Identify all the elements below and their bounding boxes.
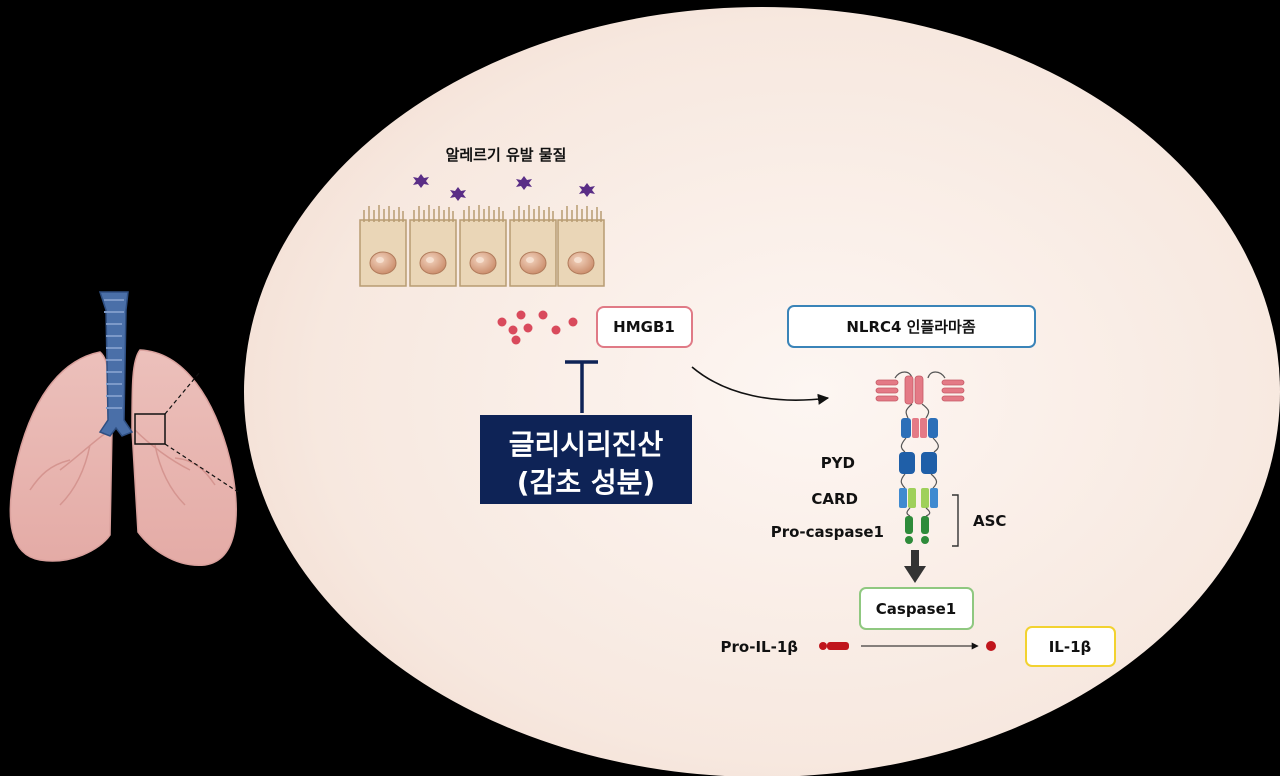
nod-domain [901, 418, 938, 438]
zoom-box [134, 413, 166, 445]
nlrc4-box: NLRC4 인플라마좀 [787, 305, 1036, 348]
zoom-oval [244, 7, 1280, 776]
right-lung [131, 349, 237, 566]
allergen-particle [413, 174, 429, 188]
pro-il1b-label: Pro-IL-1β [721, 638, 799, 656]
inhibitor-line2: (감초 성분) [517, 466, 655, 499]
asc-bracket [952, 494, 959, 547]
procaspase-label: Pro-caspase1 [771, 523, 884, 541]
epithelial-cells [359, 205, 605, 287]
allergen-particle [516, 176, 532, 190]
trachea [98, 291, 134, 437]
epithelial-cell [409, 205, 457, 287]
cleavage-arrow [904, 550, 926, 583]
caspase1-label: Caspase1 [876, 600, 956, 618]
inhibitor-line1: 글리시리진산 [509, 428, 664, 461]
allergen-particle [579, 183, 595, 197]
pro-il1b-molecule [819, 642, 849, 650]
procaspase-domain [905, 516, 929, 544]
asc-label: ASC [973, 512, 1006, 530]
pyd-label: PYD [821, 454, 855, 472]
allergen-label: 알레르기 유발 물질 [446, 146, 567, 164]
hmgb1-label: HMGB1 [613, 318, 675, 336]
hmgb1-particles [497, 310, 578, 345]
lungs-illustration [9, 291, 239, 566]
epithelial-cell [359, 205, 407, 287]
left-lung [9, 351, 113, 562]
allergen-particles [413, 174, 595, 201]
pyd-domain [899, 452, 937, 474]
card-label: CARD [811, 490, 858, 508]
il1b-label: IL-1β [1049, 638, 1092, 656]
card-domain [899, 488, 938, 508]
inhibitor-box: 글리시리진산 (감초 성분) [480, 415, 692, 504]
il1b-molecule [986, 641, 996, 651]
nlrc4-label: NLRC4 인플라마좀 [846, 318, 976, 336]
allergen-particle [450, 187, 466, 201]
inhibition-symbol [565, 360, 598, 413]
zoom-line-bottom [164, 443, 239, 493]
bronchi-right [134, 429, 216, 506]
il1b-box: IL-1β [1025, 626, 1116, 667]
activation-arrow [691, 366, 830, 405]
epithelial-cell [459, 205, 507, 287]
zoom-line-top [164, 371, 201, 415]
hmgb1-box: HMGB1 [596, 306, 693, 348]
inflammasome-complex [875, 371, 965, 544]
epithelial-cell [509, 205, 557, 287]
caspase1-box: Caspase1 [859, 587, 974, 630]
epithelial-cell [557, 205, 605, 287]
